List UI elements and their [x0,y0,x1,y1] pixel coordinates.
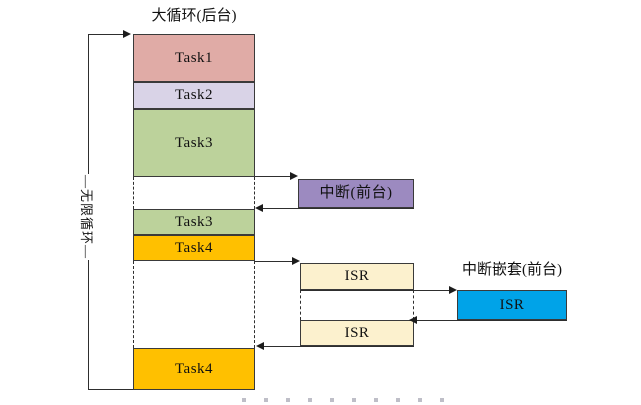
nested-interrupt-title: 中断嵌套(前台) [462,262,562,278]
arrow-task4-to-isr [255,261,292,262]
arrow-interrupt-return [261,208,414,209]
column-dashed-left-gap1 [133,177,134,209]
arrowhead-isr-return-icon [256,342,264,350]
arrowhead-to-isr-icon [292,257,300,265]
loop-line-bottom [88,389,133,390]
arrow-nested-return [417,320,567,321]
task2-box: Task2 [133,82,255,109]
arrowhead-into-loop-icon [123,30,131,38]
arrowhead-interrupt-return-icon [255,204,263,212]
isr-dashed-left [300,290,301,320]
background-loop-title: 大循环(后台) [151,8,237,24]
nested-isr-box: ISR [457,290,567,320]
arrow-task3-to-interrupt [255,176,290,177]
task1-box: Task1 [133,34,255,82]
arrow-isr-return-to-task4 [262,346,414,347]
task3-resume-box: Task3 [133,209,255,235]
infinite-loop-label: —无限循环— [79,174,94,261]
cropped-caption-remnant [242,398,444,402]
task3-box: Task3 [133,109,255,177]
task4-box: Task4 [133,235,255,261]
column-dashed-right-gap1 [254,177,255,209]
loop-line-top [88,34,125,35]
interrupt-foreground-box: 中断(前台) [298,179,414,208]
arrow-isr-to-nested [300,290,449,291]
arrowhead-to-interrupt-icon [290,172,298,180]
arrowhead-nested-return-icon [409,316,417,324]
isr-dashed-right [413,290,414,320]
column-dashed-left-gap2 [133,261,134,348]
column-dashed-right-gap2 [254,261,255,348]
task4-resume-box: Task4 [133,348,255,390]
isr-bottom-box: ISR [300,320,414,346]
arrowhead-to-nested-isr-icon [449,286,457,294]
isr-top-box: ISR [300,263,414,290]
